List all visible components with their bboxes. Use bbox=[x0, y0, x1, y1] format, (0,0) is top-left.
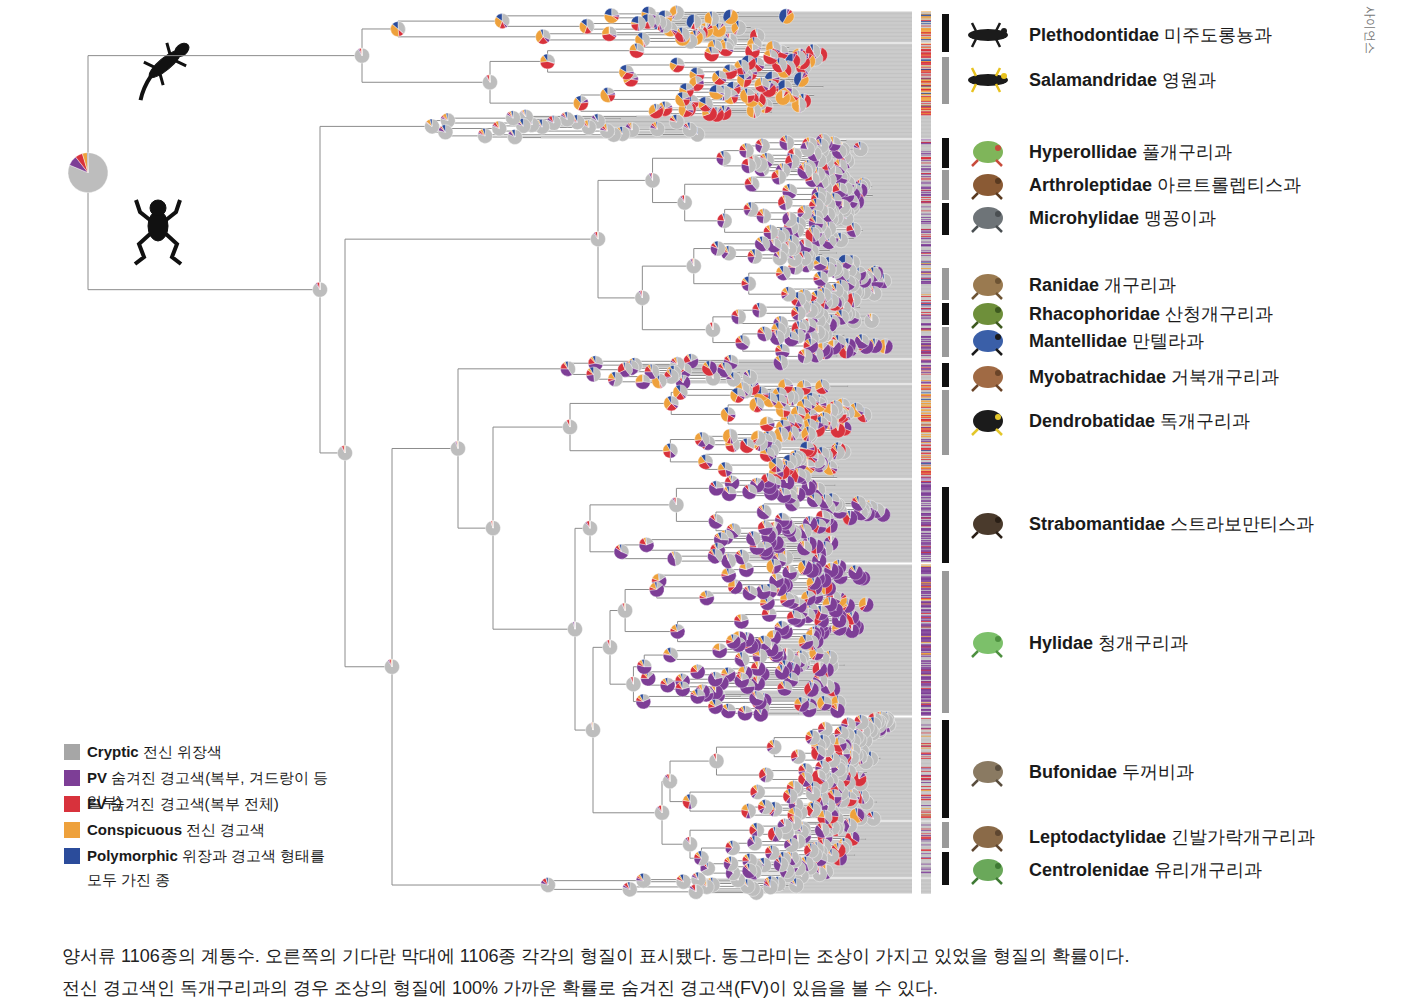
trait-cell bbox=[921, 138, 931, 139]
trait-cell bbox=[921, 358, 931, 359]
trait-cell bbox=[921, 562, 931, 563]
trait-cell bbox=[921, 820, 931, 821]
state-pie bbox=[851, 496, 866, 511]
state-pie bbox=[864, 313, 879, 328]
trait-cell bbox=[921, 893, 931, 894]
state-pie bbox=[848, 565, 863, 580]
trait-cell bbox=[921, 478, 931, 479]
trait-cell bbox=[921, 115, 931, 116]
trait-cell bbox=[921, 383, 931, 384]
trait-cell bbox=[921, 42, 931, 43]
state-pie bbox=[866, 811, 881, 826]
trait-bar bbox=[921, 12, 931, 894]
state-pie bbox=[853, 142, 868, 157]
state-pie bbox=[859, 597, 874, 612]
salamander-silhouette bbox=[123, 33, 197, 102]
frog-silhouette bbox=[135, 200, 181, 264]
trait-cell bbox=[921, 877, 931, 878]
state-pie bbox=[854, 715, 869, 730]
trait-cell bbox=[921, 715, 931, 716]
